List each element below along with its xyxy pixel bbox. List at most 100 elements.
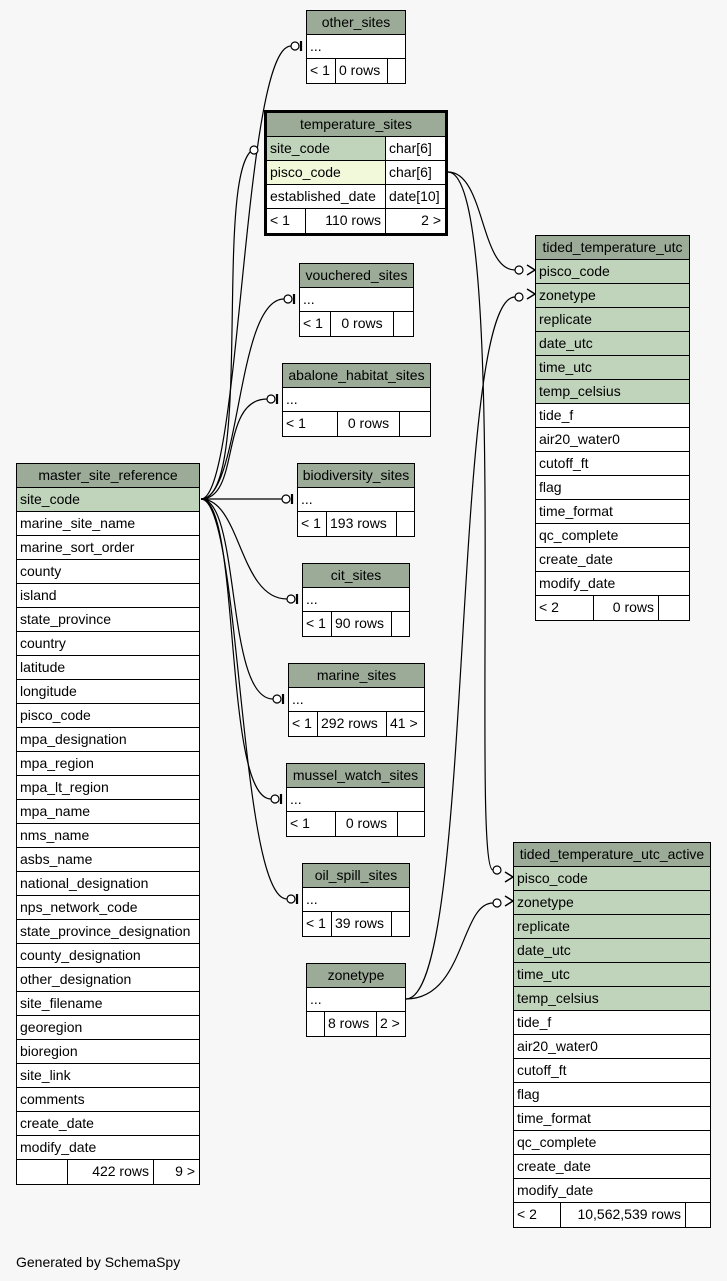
column-row: site_code char[6] [267, 137, 445, 161]
column-row: pisco_code char[6] [267, 161, 445, 185]
table-header: tided_temperature_utc_active [514, 843, 710, 867]
column-row: zonetype [536, 284, 689, 308]
column-row: air20_water0 [514, 1035, 710, 1059]
optional-marker [249, 145, 259, 155]
column-row: asbs_name [17, 848, 199, 872]
column-placeholder: ... [289, 688, 424, 712]
column-row: temp_celsius [536, 380, 689, 404]
column-placeholder: ... [307, 988, 405, 1012]
children-count [387, 59, 405, 83]
optional-marker [270, 794, 280, 804]
wire-vouchered-sites [200, 298, 285, 500]
table-footer: < 1 292 rows 41 > [289, 712, 424, 736]
wire-mussel-watch-sites [200, 498, 272, 800]
table-header: cit_sites [303, 564, 409, 588]
optional-marker [266, 394, 276, 404]
column-row: country [17, 632, 199, 656]
generated-by-note: Generated by SchemaSpy [16, 1254, 181, 1270]
rows-count: 0 rows [337, 412, 399, 436]
column-placeholder: ... [307, 35, 405, 59]
optional-marker [286, 894, 296, 904]
column-row: comments [17, 1088, 199, 1112]
table-footer: < 1 110 rows 2 > [267, 209, 445, 233]
column-row: pisco_code [17, 704, 199, 728]
parents-count: < 2 [539, 599, 559, 615]
column-row: create_date [514, 1155, 710, 1179]
optional-marker [290, 41, 300, 51]
column-row: mpa_name [17, 800, 199, 824]
wire-tided-temperature-utc-pisco [447, 171, 516, 271]
table-header: master_site_reference [17, 464, 199, 488]
column-row: mpa_lt_region [17, 776, 199, 800]
column-row: site_code [17, 488, 199, 512]
table-vouchered-sites[interactable]: vouchered_sites ... < 1 0 rows [299, 263, 414, 337]
rows-count: 193 rows [326, 512, 396, 536]
many-marker [526, 288, 536, 300]
children-count: 2 > [376, 1012, 405, 1036]
table-footer: < 1 193 rows [298, 512, 414, 536]
column-row: other_designation [17, 968, 199, 992]
parents-count: < 1 [310, 62, 330, 78]
optional-marker [492, 865, 502, 875]
column-row: county_designation [17, 944, 199, 968]
table-abalone-habitat-sites[interactable]: abalone_habitat_sites ... < 1 0 rows [282, 363, 431, 437]
rows-count: 90 rows [331, 612, 391, 636]
table-footer: < 1 0 rows [287, 812, 424, 836]
column-row: tide_f [514, 1011, 710, 1035]
many-marker [504, 895, 514, 907]
column-row: mpa_region [17, 752, 199, 776]
column-row: nps_network_code [17, 896, 199, 920]
table-marine-sites[interactable]: marine_sites ... < 1 292 rows 41 > [288, 663, 425, 737]
children-count [397, 812, 424, 836]
rows-count: 8 rows [324, 1012, 376, 1036]
column-row: qc_complete [536, 524, 689, 548]
children-count [658, 596, 689, 620]
table-cit-sites[interactable]: cit_sites ... < 1 90 rows [302, 563, 410, 637]
table-other-sites[interactable]: other_sites ... < 1 0 rows [306, 10, 406, 84]
rows-count: 0 rows [330, 312, 393, 336]
column-row: marine_site_name [17, 512, 199, 536]
column-placeholder: ... [298, 488, 414, 512]
children-count: 41 > [386, 712, 424, 736]
table-oil-spill-sites[interactable]: oil_spill_sites ... < 1 39 rows [302, 863, 410, 937]
wire-abalone-habitat-sites [200, 398, 268, 500]
column-row: time_utc [536, 356, 689, 380]
table-mussel-watch-sites[interactable]: mussel_watch_sites ... < 1 0 rows [286, 763, 425, 837]
column-row: flag [514, 1083, 710, 1107]
rows-count: 10,562,539 rows [560, 1203, 685, 1227]
parents-count: < 1 [286, 415, 306, 431]
column-row: flag [536, 476, 689, 500]
column-row: pisco_code [536, 260, 689, 284]
column-row: island [17, 584, 199, 608]
table-temperature-sites[interactable]: temperature_sites site_code char[6] pisc… [264, 110, 448, 236]
many-marker [526, 264, 536, 276]
column-row: time_format [514, 1107, 710, 1131]
table-header: biodiversity_sites [298, 464, 414, 488]
column-placeholder: ... [300, 288, 413, 312]
column-row: air20_water0 [536, 428, 689, 452]
column-row: date_utc [514, 939, 710, 963]
column-row: mpa_designation [17, 728, 199, 752]
table-biodiversity-sites[interactable]: biodiversity_sites ... < 1 193 rows [297, 463, 415, 537]
column-placeholder: ... [303, 888, 409, 912]
parents-count: < 1 [303, 315, 323, 331]
parents-count [17, 1160, 67, 1184]
table-footer: < 1 90 rows [303, 612, 409, 636]
children-count: 2 > [385, 209, 445, 233]
column-row: cutoff_ft [514, 1059, 710, 1083]
children-count [685, 1203, 710, 1227]
table-zonetype[interactable]: zonetype ... 8 rows 2 > [306, 963, 406, 1037]
table-header: tided_temperature_utc [536, 236, 689, 260]
rows-count: 110 rows [305, 209, 385, 233]
optional-marker [514, 292, 524, 302]
table-footer: < 1 0 rows [283, 412, 430, 436]
column-row: state_province_designation [17, 920, 199, 944]
rows-count: 0 rows [335, 812, 397, 836]
column-row: georegion [17, 1016, 199, 1040]
many-marker [504, 871, 514, 883]
